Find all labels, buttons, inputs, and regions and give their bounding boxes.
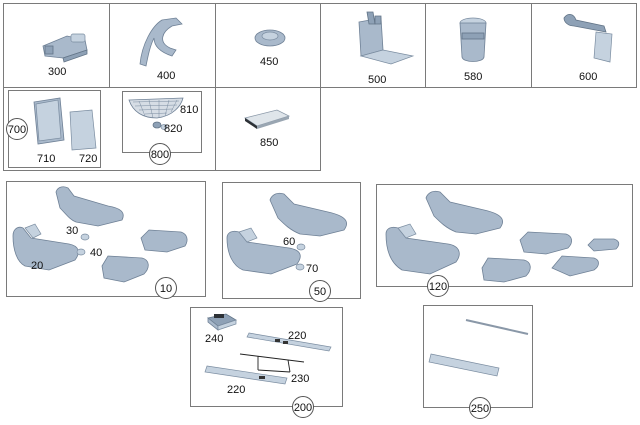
mat-120-mid-left-image — [481, 257, 531, 283]
part-cell-500[interactable]: 500 — [320, 3, 426, 88]
group-callout-800[interactable]: 800 — [149, 143, 171, 165]
group-callout-120[interactable]: 120 — [427, 275, 449, 297]
mat-120-mid-right-image — [551, 255, 599, 277]
part-580-image — [459, 17, 487, 62]
group-callout-200[interactable]: 200 — [292, 396, 314, 418]
mat-10-rear-right-image — [140, 229, 188, 253]
part-850-image — [244, 109, 291, 129]
part-cell-300[interactable]: 300 — [3, 3, 110, 88]
clip-40-image — [76, 248, 86, 256]
part-number-850: 850 — [260, 137, 279, 149]
part-400-image — [139, 17, 183, 67]
part-number-710: 710 — [37, 153, 56, 165]
part-number-70: 70 — [306, 263, 319, 275]
part-number-450: 450 — [260, 56, 279, 68]
clip-30-image — [80, 233, 90, 241]
part-number-20: 20 — [31, 260, 44, 272]
part-number-600: 600 — [579, 71, 598, 83]
part-250-strip-image — [465, 319, 529, 335]
group-callout-700[interactable]: 700 — [6, 118, 28, 140]
part-cell-580[interactable]: 580 — [425, 3, 532, 88]
mat-50-front-image — [226, 227, 301, 275]
part-230-image — [239, 353, 305, 373]
part-cell-600[interactable]: 600 — [531, 3, 637, 88]
part-number-720: 720 — [79, 153, 98, 165]
clip-70-image — [295, 263, 305, 271]
part-number-30: 30 — [66, 225, 79, 237]
part-600-image — [563, 14, 613, 63]
part-number-40: 40 — [90, 247, 103, 259]
part-cell-850[interactable] — [215, 87, 321, 171]
mat-10-rear-image — [55, 186, 124, 227]
part-250-sill-image — [428, 353, 500, 377]
part-710-image — [33, 97, 65, 145]
part-810-image — [128, 97, 184, 119]
part-number-220-lower: 220 — [227, 384, 246, 396]
part-220-lower-image — [204, 365, 288, 385]
part-number-810: 810 — [180, 104, 199, 116]
mat-120-small-image — [587, 238, 620, 252]
part-220-upper-image — [246, 332, 332, 352]
mat-50-rear-image — [269, 192, 347, 237]
mat-120-rear-left-image — [519, 231, 572, 255]
part-500-image — [358, 11, 415, 65]
part-720-image — [69, 109, 97, 151]
clip-60-image — [296, 243, 306, 251]
part-450-image — [254, 29, 286, 47]
part-cell-450[interactable]: 450 — [215, 3, 321, 88]
mat-10-rear-left-image — [101, 255, 149, 283]
part-number-580: 580 — [464, 71, 483, 83]
part-number-500: 500 — [368, 74, 387, 86]
group-callout-10[interactable]: 10 — [155, 277, 177, 299]
part-number-60: 60 — [283, 236, 296, 248]
part-number-230: 230 — [291, 373, 310, 385]
part-300-image — [42, 33, 88, 63]
part-number-300: 300 — [48, 66, 67, 78]
group-callout-50[interactable]: 50 — [309, 280, 331, 302]
part-cell-400[interactable]: 400 — [109, 3, 216, 88]
part-number-400: 400 — [157, 70, 176, 82]
part-820-image — [152, 121, 168, 130]
mat-120-front-image — [385, 223, 460, 275]
part-240-image — [207, 313, 237, 331]
part-number-240: 240 — [205, 333, 224, 345]
part-number-220-upper: 220 — [288, 330, 307, 342]
part-number-820: 820 — [164, 123, 183, 135]
mat-120-rear-image — [425, 190, 503, 235]
group-callout-250[interactable]: 250 — [469, 397, 491, 419]
